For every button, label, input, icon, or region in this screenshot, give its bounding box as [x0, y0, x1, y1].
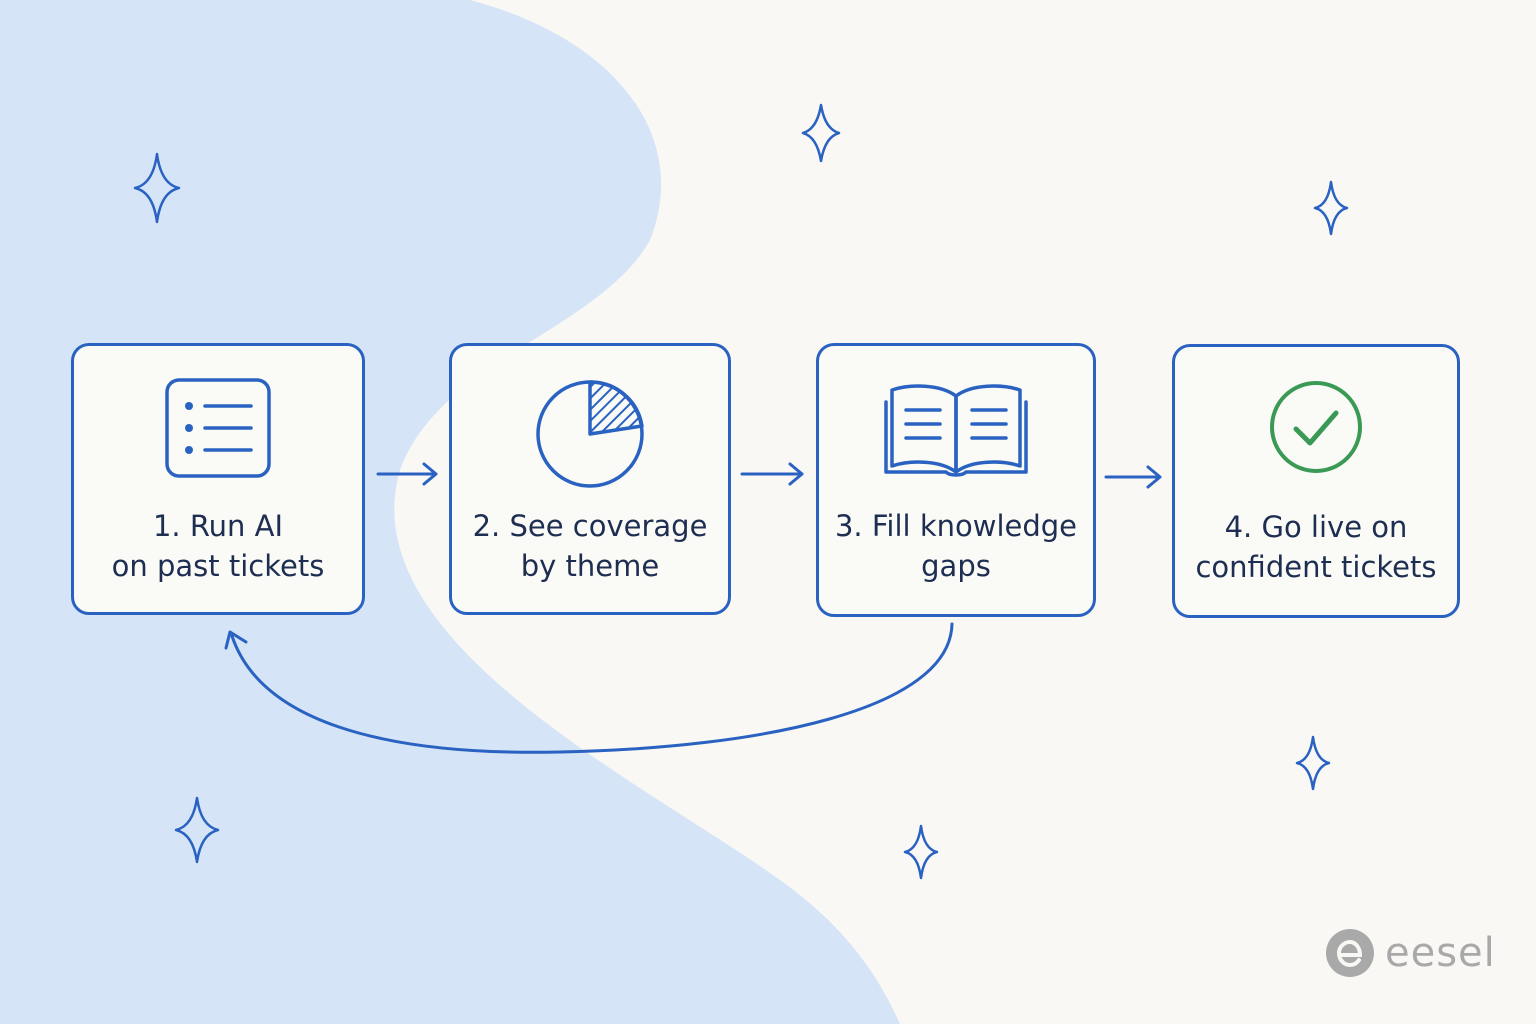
sparkle-icon [801, 103, 841, 163]
eesel-logo-icon [1326, 929, 1374, 977]
check-circle-icon [1175, 377, 1457, 481]
loop-back-arrow [230, 622, 954, 754]
arrow-3-to-4 [1104, 465, 1162, 489]
background-blob [0, 0, 900, 1024]
sparkle-icon [1313, 180, 1349, 236]
arrow-1-to-2 [376, 462, 438, 486]
sparkle-icon [174, 796, 220, 864]
pie-chart-icon [452, 376, 728, 496]
brand-name: eesel [1385, 930, 1496, 976]
brand: eesel [1325, 928, 1496, 978]
loop-back-arrowhead [224, 630, 248, 650]
step-2-label: 2. See coverage by theme [472, 509, 708, 583]
step-4-label: 4. Go live on confident tickets [1195, 510, 1437, 584]
step-1-label: 1. Run AI on past tickets [111, 509, 325, 583]
list-icon [74, 376, 362, 484]
arrow-2-to-3 [740, 462, 804, 486]
step-4-box: 4. Go live on confident tickets [1172, 344, 1460, 618]
step-2-box: 2. See coverage by theme [449, 343, 731, 615]
step-1-box: 1. Run AI on past tickets [71, 343, 365, 615]
step-3-label: 3. Fill knowledge gaps [834, 509, 1078, 583]
step-3-box: 3. Fill knowledge gaps [816, 343, 1096, 617]
sparkle-icon [1295, 735, 1331, 791]
sparkle-icon [133, 152, 181, 224]
sparkle-icon [903, 824, 939, 880]
open-book-icon [819, 376, 1093, 484]
